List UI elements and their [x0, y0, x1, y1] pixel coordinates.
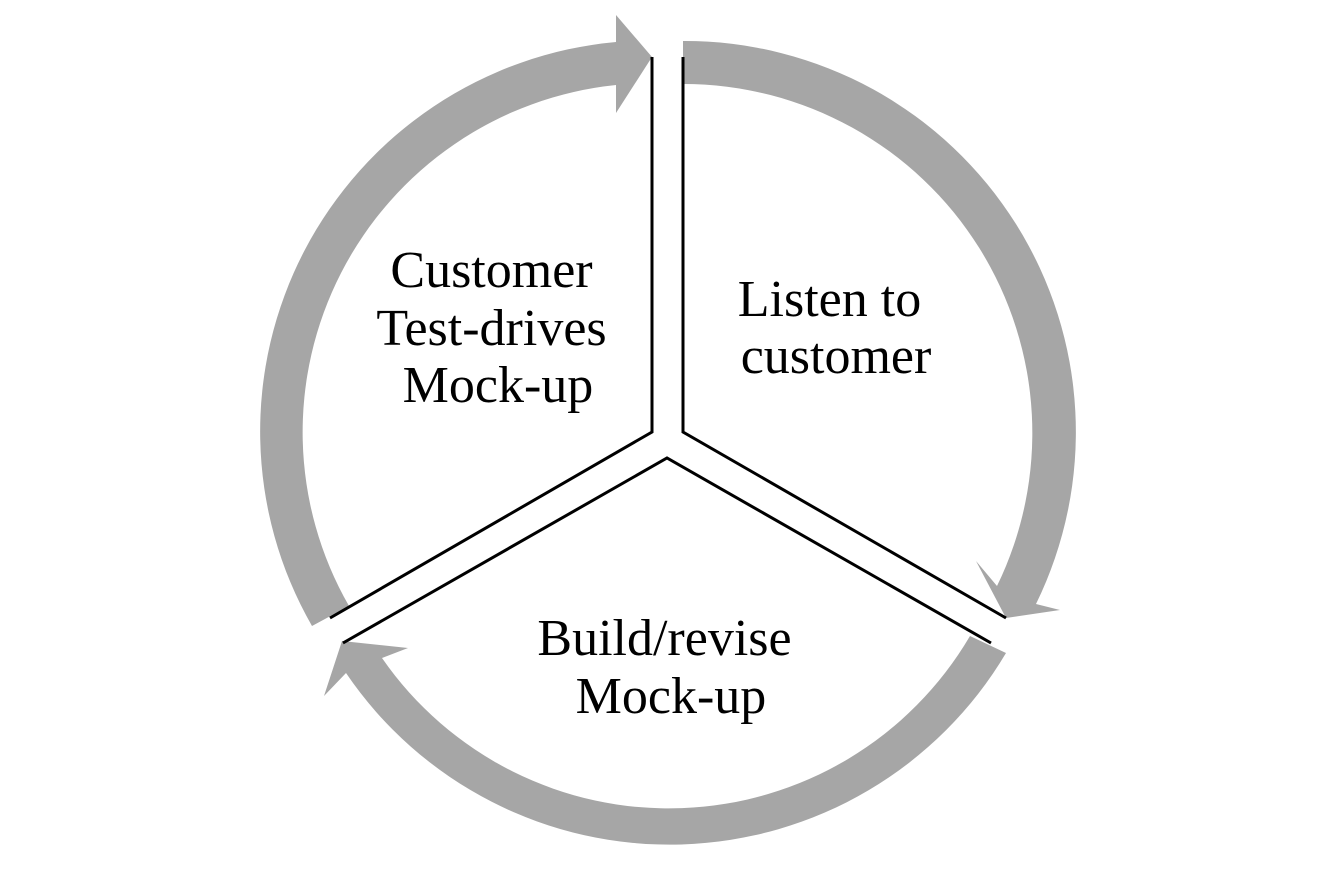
label-line: customer [741, 328, 932, 385]
label-listen-to-customer: Listen to customer [738, 271, 934, 385]
segment-dividers [329, 57, 1007, 645]
label-line: Mock-up [576, 668, 767, 725]
label-line: Customer [390, 242, 592, 299]
divider-build-top [342, 456, 992, 645]
label-line: Mock-up [403, 357, 594, 414]
arrow-listen-to-build [683, 40, 1076, 619]
label-line: Build/revise [537, 610, 791, 667]
label-line: Test-drives [376, 300, 606, 357]
divider-test-listen-left [329, 57, 654, 620]
label-line: Listen to [738, 271, 921, 328]
arrow-test-to-listen [260, 15, 652, 626]
arrow-build-to-test [324, 636, 1006, 845]
divider-test-listen-right [681, 57, 1007, 620]
label-build-revise: Build/revise Mock-up [537, 610, 804, 725]
cycle-arrows [260, 15, 1076, 845]
label-customer-test-drives: Customer Test-drives Mock-up [376, 242, 619, 414]
